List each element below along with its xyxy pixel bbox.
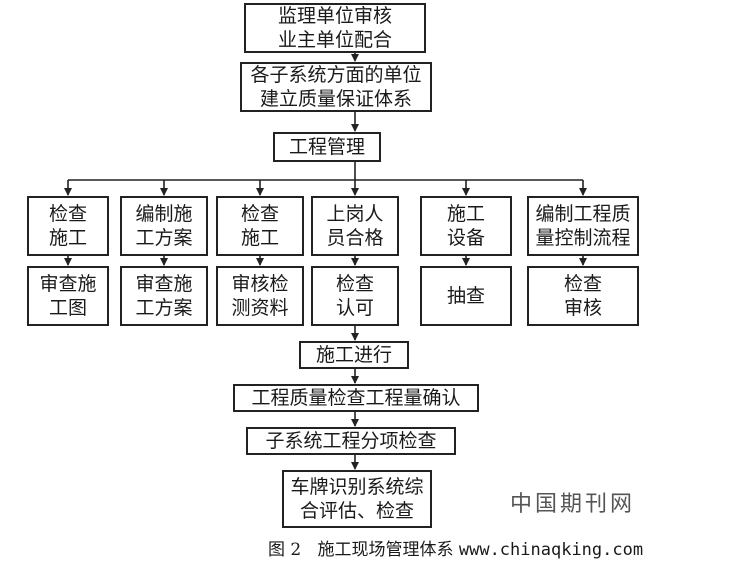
source-url: www.chinaqking.com — [458, 540, 644, 560]
box-spot-check: 抽查 — [420, 266, 512, 326]
box-review-construction-plan: 审查施 工方案 — [120, 266, 208, 326]
box-qualified-personnel: 上岗人 员合格 — [311, 196, 399, 256]
figure-title: 施工现场管理体系 — [317, 540, 454, 560]
box-inspect-audit: 检查 审核 — [527, 266, 639, 326]
box-subsystem-inspection: 子系统工程分项检查 — [246, 427, 456, 455]
box-quality-assurance-system: 各子系统方面的单位 建立质量保证体系 — [240, 62, 432, 112]
box-inspect-construction: 检查 施工 — [27, 196, 109, 256]
figure-caption: 图 2 施工现场管理体系 www.chinaqking.com — [268, 535, 643, 560]
box-quality-control-process: 编制工程质 量控制流程 — [527, 196, 639, 256]
box-construction-in-progress: 施工进行 — [299, 341, 409, 369]
box-quality-inspection-quantity-confirmation: 工程质量检查工程量确认 — [233, 384, 479, 412]
box-prepare-construction-plan: 编制施 工方案 — [120, 196, 208, 256]
box-construction-equipment: 施工 设备 — [420, 196, 512, 256]
box-review-drawings: 审查施 工图 — [27, 266, 109, 326]
box-inspect-approve: 检查 认可 — [311, 266, 399, 326]
box-review-test-data: 审核检 测资料 — [216, 266, 304, 326]
figure-number: 图 2 — [268, 540, 302, 560]
box-engineering-management: 工程管理 — [273, 132, 381, 162]
watermark: 中国期刊网 — [510, 492, 636, 517]
box-inspect-construction-2: 检查 施工 — [216, 196, 304, 256]
box-supervision-review: 监理单位审核 业主单位配合 — [244, 3, 426, 53]
box-lpr-system-evaluation: 车牌识别系统综 合评估、检查 — [282, 470, 432, 528]
